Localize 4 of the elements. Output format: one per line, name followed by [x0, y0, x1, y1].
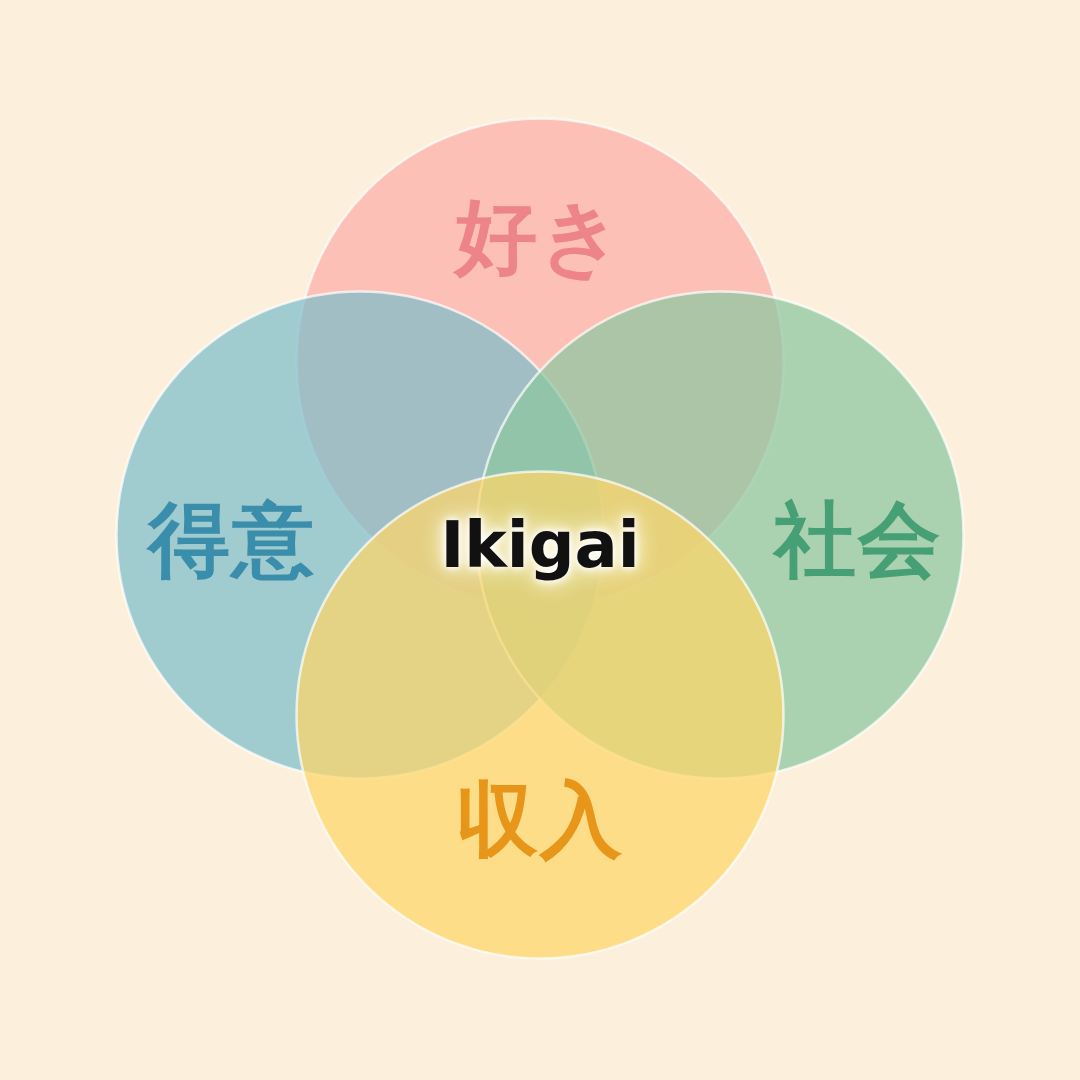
circle-title: 得意: [148, 499, 316, 581]
circle-title: 社会: [774, 499, 942, 581]
center-label: Ikigai: [440, 509, 640, 581]
circle-title: 収入: [456, 779, 624, 861]
